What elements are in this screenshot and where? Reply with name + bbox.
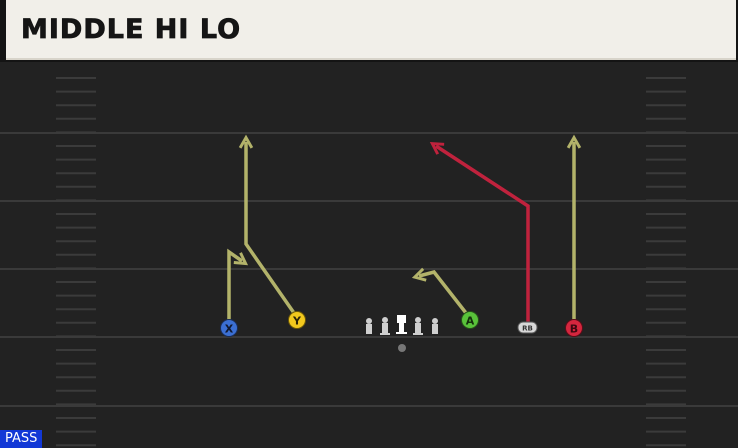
lineman-left-guard [380,317,390,335]
player-x-label: X [225,323,234,336]
player-x-icon[interactable]: X [220,319,238,337]
player-rb-label: RB [522,325,533,333]
routes [227,134,582,324]
lineman-right-tackle [432,318,438,334]
play-field: X Y A B RB [0,77,738,447]
rb-route [429,141,530,324]
lineman-center [396,315,407,334]
player-b-label: B [570,323,578,336]
y-route [238,134,296,314]
player-y-label: Y [292,315,302,328]
player-rb-icon[interactable]: RB [517,321,538,334]
player-a-label: A [466,315,475,328]
offensive-line [366,315,438,352]
lineman-right-guard [413,317,423,335]
x-route [227,248,249,322]
lineman-left-tackle [366,318,372,334]
play-title: MIDDLE HI LO [21,14,242,46]
play-type-badge: PASS [0,430,43,448]
player-b-icon[interactable]: B [565,319,583,337]
header-bar: MIDDLE HI LO [0,0,738,62]
quarterback-ball [398,344,406,352]
player-a-icon[interactable]: A [461,311,479,329]
yard-lines [0,132,738,407]
hash-marks-left [56,77,96,447]
player-y-icon[interactable]: Y [288,311,306,329]
title-card: MIDDLE HI LO [6,0,736,60]
a-route [411,267,468,315]
hash-marks-right [646,77,686,447]
